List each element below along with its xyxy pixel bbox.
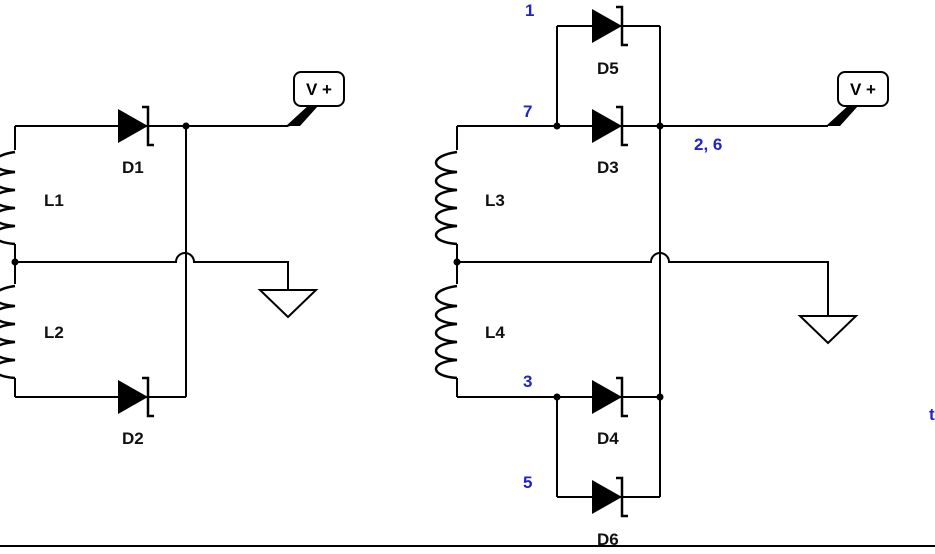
left-center-tap-wire bbox=[15, 252, 289, 270]
inductor-l4-symbol bbox=[434, 284, 459, 380]
inductor-l3-symbol bbox=[434, 150, 459, 246]
left-vplus-label: V + bbox=[306, 80, 332, 99]
left-output-junction bbox=[182, 122, 190, 130]
label-d1: D1 bbox=[122, 158, 144, 177]
left-vplus-arrow bbox=[286, 104, 318, 126]
label-l4: L4 bbox=[485, 323, 505, 342]
left-ground-icon bbox=[259, 261, 317, 318]
diode-d1-symbol bbox=[116, 105, 156, 147]
right-vplus-box bbox=[837, 71, 889, 107]
right-vplus-label: V + bbox=[850, 80, 876, 99]
label-d6: D6 bbox=[597, 530, 619, 549]
label-l2: L2 bbox=[44, 323, 64, 342]
node-label-5: 5 bbox=[523, 473, 532, 492]
label-l3: L3 bbox=[485, 191, 505, 210]
edge-mark: t bbox=[929, 405, 935, 424]
diode-d4-symbol bbox=[590, 376, 630, 418]
right-ground-icon bbox=[799, 287, 857, 344]
label-d2: D2 bbox=[122, 429, 144, 448]
right-center-tap-wire bbox=[457, 252, 829, 288]
diode-d6-symbol bbox=[590, 476, 630, 518]
label-l1: L1 bbox=[44, 191, 64, 210]
node-label-3: 3 bbox=[523, 372, 532, 391]
right-node-7-junction bbox=[553, 122, 561, 130]
right-node-2-6-junction bbox=[656, 122, 664, 130]
diode-d2-symbol bbox=[116, 376, 156, 418]
left-circuit: V + D1 D2 L1 L2 bbox=[0, 71, 345, 448]
node-label-2-6: 2, 6 bbox=[694, 135, 722, 154]
inductor-l2-symbol bbox=[0, 284, 17, 380]
diode-d5-symbol bbox=[590, 5, 630, 47]
right-bottom-bus-junction bbox=[656, 393, 664, 401]
right-circuit: V + D5 D3 D4 D6 L3 L4 1 7 2, 6 3 5 bbox=[434, 1, 889, 549]
diode-d3-symbol bbox=[590, 105, 630, 147]
label-d3: D3 bbox=[597, 158, 619, 177]
right-vplus-arrow bbox=[826, 104, 858, 126]
node-label-1: 1 bbox=[525, 1, 534, 20]
left-vplus-box bbox=[293, 71, 345, 107]
label-d5: D5 bbox=[597, 59, 619, 78]
node-label-7: 7 bbox=[523, 102, 532, 121]
label-d4: D4 bbox=[597, 429, 619, 448]
right-node-3-junction bbox=[553, 393, 561, 401]
inductor-l1-symbol bbox=[0, 150, 17, 246]
